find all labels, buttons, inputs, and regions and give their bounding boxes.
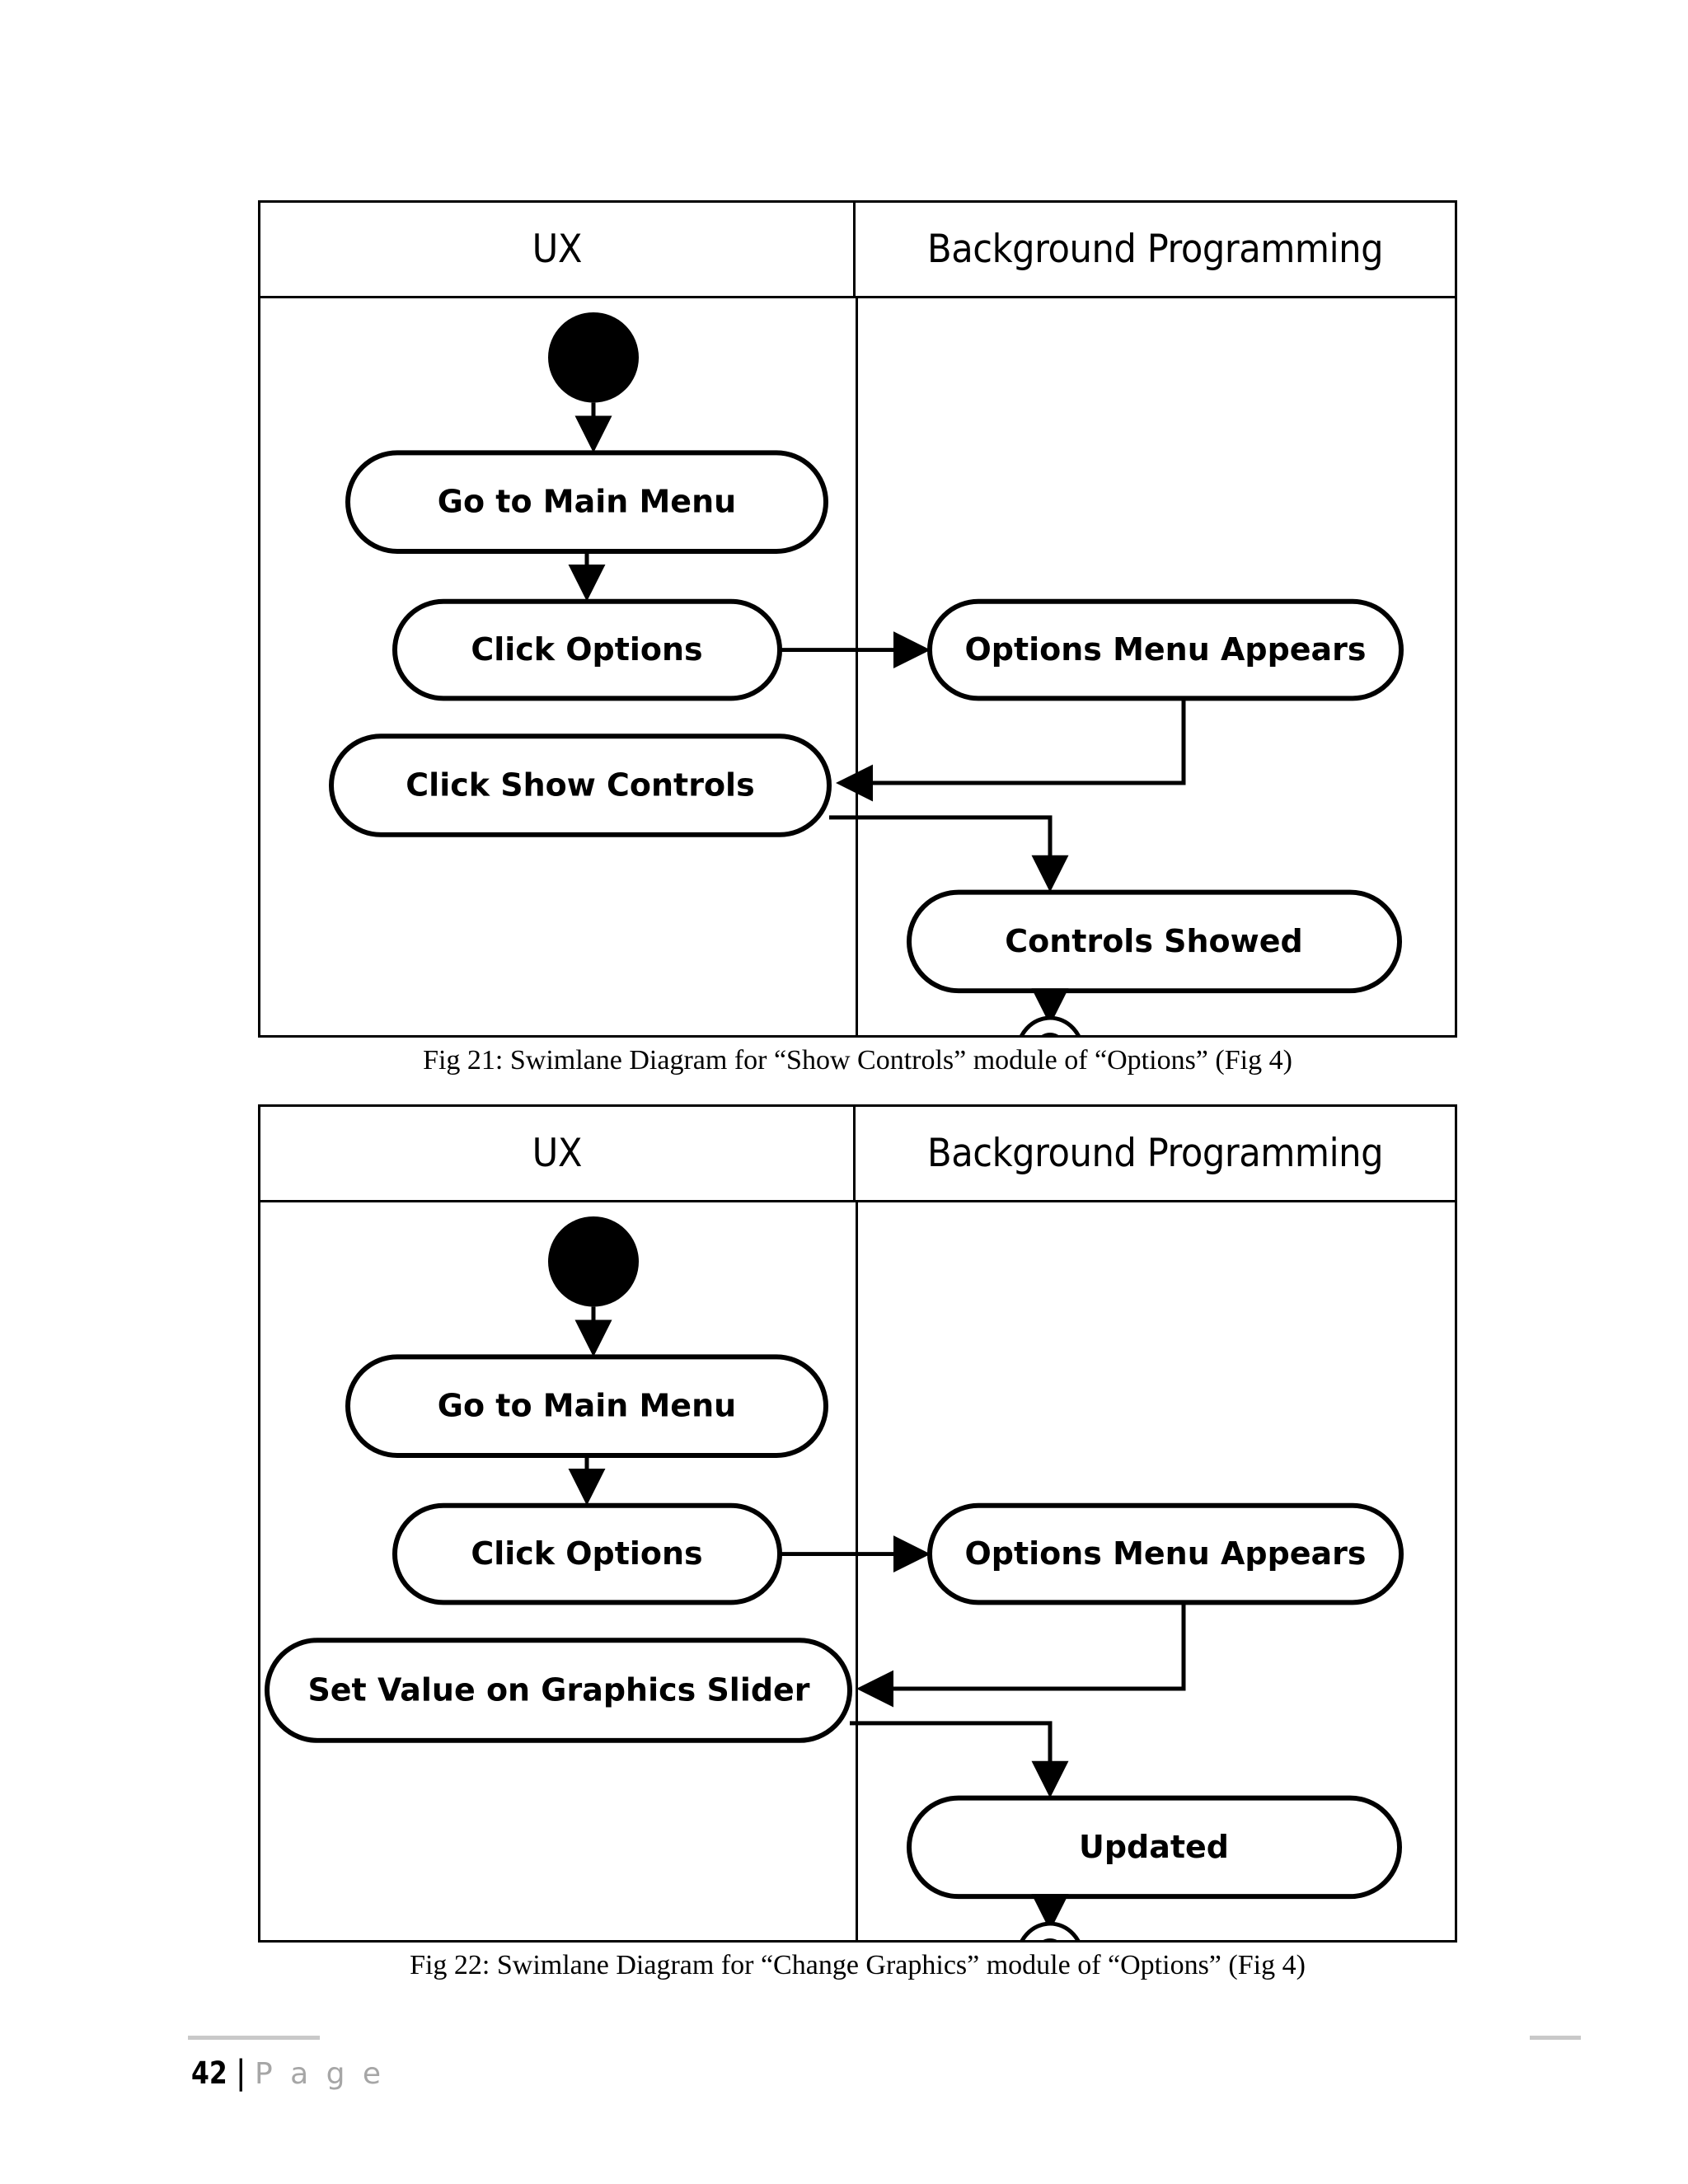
footer-separator: |	[235, 2054, 246, 2092]
initial-node-21	[548, 312, 639, 403]
lane-divider-22	[856, 1202, 858, 1940]
edge-show-controls-to-controls-showed-21	[829, 815, 1069, 893]
node-label-go-to-main-menu: Go to Main Menu	[438, 484, 736, 520]
activity-diagram-21: Go to Main Menu Click Options Option	[329, 312, 1404, 1035]
node-click-options-21: Click Options	[392, 598, 782, 701]
node-label-click-options: Click Options	[471, 631, 702, 668]
node-label-set-value-on-graphics-slider: Set Value on Graphics Slider	[307, 1672, 809, 1708]
figure-caption-22: Fig 22: Swimlane Diagram for “Change Gra…	[410, 1950, 1306, 1980]
swimlane-body-22: Go to Main Menu Click Options Options Me…	[260, 1202, 1455, 1940]
final-node-21	[1020, 1015, 1081, 1035]
swimlane-frame-22: UX Background Programming	[258, 1104, 1457, 1943]
node-set-value-on-graphics-slider-22: Set Value on Graphics Slider	[265, 1638, 852, 1743]
lane-title-ux: UX	[532, 1131, 582, 1176]
node-label-click-options: Click Options	[471, 1535, 702, 1572]
final-node-22	[1020, 1921, 1081, 1940]
node-options-menu-appears-22: Options Menu Appears	[927, 1502, 1404, 1605]
swimlane-frame-21: UX Background Programming	[258, 200, 1457, 1038]
figure-21: UX Background Programming	[258, 200, 1457, 1038]
figure-caption-21: Fig 21: Swimlane Diagram for “Show Contr…	[423, 1045, 1292, 1076]
node-label-controls-showed: Controls Showed	[1005, 923, 1302, 959]
node-options-menu-appears-21: Options Menu Appears	[927, 598, 1404, 701]
node-label-click-show-controls: Click Show Controls	[406, 767, 754, 804]
footer-page-number: 42	[191, 2055, 227, 2091]
lane-header-background-programming-22: Background Programming	[856, 1107, 1455, 1200]
lane-header-background-programming-21: Background Programming	[856, 203, 1455, 296]
swimlane-body-21: Go to Main Menu Click Options Option	[260, 298, 1455, 1035]
footer-divider-left-segment	[188, 2036, 320, 2040]
footer-divider	[188, 2036, 1581, 2040]
lane-title-background-programming: Background Programming	[926, 227, 1384, 272]
node-controls-showed-21: Controls Showed	[907, 889, 1402, 994]
node-go-to-main-menu-21: Go to Main Menu	[345, 450, 828, 554]
activity-diagram-22: Go to Main Menu Click Options Options Me…	[265, 1216, 1404, 1940]
edge-options-menu-to-show-controls-21	[836, 698, 1186, 802]
page-footer: 42 | P a g e	[191, 2054, 385, 2092]
swimlane-header-row-22: UX Background Programming	[260, 1107, 1455, 1202]
node-label-options-menu-appears: Options Menu Appears	[964, 631, 1366, 668]
lane-title-background-programming: Background Programming	[926, 1131, 1384, 1176]
figure-22: UX Background Programming	[258, 1104, 1457, 1943]
node-click-options-22: Click Options	[392, 1502, 782, 1605]
lane-title-ux: UX	[532, 227, 582, 272]
node-label-updated: Updated	[1079, 1829, 1229, 1865]
node-label-go-to-main-menu: Go to Main Menu	[438, 1388, 736, 1424]
initial-node-22	[548, 1216, 639, 1307]
footer-divider-right-segment	[1530, 2036, 1581, 2040]
lane-divider-21	[856, 298, 858, 1035]
edge-set-value-to-updated-22	[850, 1721, 1069, 1798]
footer-page-label: P a g e	[254, 2057, 386, 2091]
node-updated-22: Updated	[907, 1795, 1402, 1900]
node-label-options-menu-appears: Options Menu Appears	[964, 1535, 1366, 1572]
edge-options-menu-to-set-value-22	[856, 1602, 1186, 1708]
lane-header-ux-22: UX	[260, 1107, 856, 1200]
node-click-show-controls-21: Click Show Controls	[329, 733, 832, 837]
lane-header-ux-21: UX	[260, 203, 856, 296]
node-go-to-main-menu-22: Go to Main Menu	[345, 1354, 828, 1458]
swimlane-header-row-21: UX Background Programming	[260, 203, 1455, 298]
